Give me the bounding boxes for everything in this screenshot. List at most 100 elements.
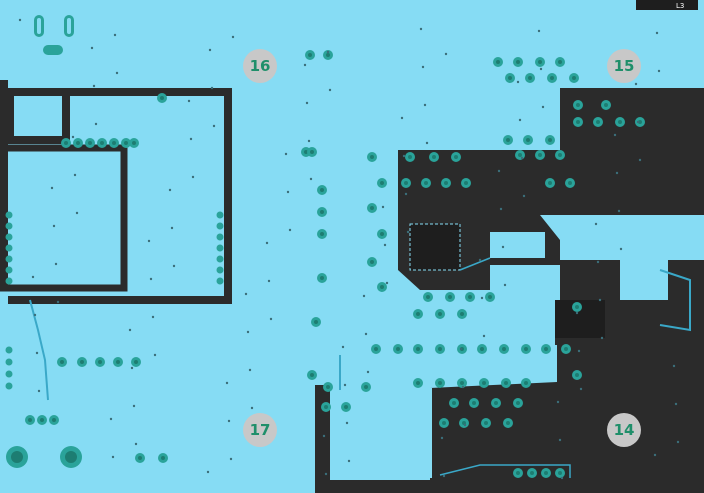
via-hole (524, 347, 528, 351)
edge-pad (216, 233, 224, 241)
copper-island-right (540, 215, 704, 300)
edge-pad (5, 266, 13, 274)
via-hole (544, 471, 548, 475)
micro-via (503, 283, 507, 287)
micro-via (128, 328, 132, 332)
layer-label: L3 (676, 2, 684, 10)
via-hole (304, 150, 308, 154)
copper-strip-lower (330, 388, 432, 478)
micro-via (638, 158, 642, 162)
edge-pad (216, 211, 224, 219)
via-hole (116, 360, 120, 364)
micro-via (288, 228, 292, 232)
via-hole (464, 181, 468, 185)
micro-via (520, 156, 524, 160)
via-hole (408, 155, 412, 159)
micro-via (309, 177, 313, 181)
via-hole (508, 76, 512, 80)
micro-via (402, 154, 406, 158)
via-hole (310, 150, 314, 154)
micro-via (71, 135, 75, 139)
micro-via (75, 211, 79, 215)
via-hole (380, 285, 384, 289)
via-hole (496, 60, 500, 64)
edge-pad (5, 346, 13, 354)
copper-island-slot-1 (490, 232, 545, 258)
micro-via (267, 279, 271, 283)
via-hole (576, 120, 580, 124)
via-hole (124, 141, 128, 145)
micro-via (170, 226, 174, 230)
micro-via (442, 474, 446, 478)
via-hole (314, 320, 318, 324)
micro-via (206, 470, 210, 474)
micro-via (250, 406, 254, 410)
via-hole (374, 347, 378, 351)
via-hole (320, 210, 324, 214)
via-hole (526, 138, 530, 142)
via-hole (504, 381, 508, 385)
via-hole (370, 155, 374, 159)
large-pad-2-hole (65, 451, 77, 463)
trace-right (659, 269, 691, 332)
micro-via (227, 419, 231, 423)
micro-via (153, 353, 157, 357)
micro-via (617, 209, 621, 213)
edge-pad (5, 255, 13, 263)
micro-via (383, 243, 387, 247)
via-hole (558, 471, 562, 475)
micro-via (421, 65, 425, 69)
micro-via (52, 224, 56, 228)
via-hole (558, 60, 562, 64)
via-hole (416, 381, 420, 385)
edge-pad (216, 244, 224, 252)
via-hole (524, 381, 528, 385)
micro-via (463, 423, 467, 427)
via-hole (548, 181, 552, 185)
micro-via (92, 84, 96, 88)
micro-via (385, 281, 389, 285)
micro-via (600, 336, 604, 340)
via-hole (604, 103, 608, 107)
micro-via (244, 292, 248, 296)
micro-via (18, 18, 22, 22)
micro-via (130, 366, 134, 370)
micro-via (497, 169, 501, 173)
micro-via (33, 313, 37, 317)
micro-via (672, 364, 676, 368)
component-pad-ic (409, 223, 461, 271)
via-hole (320, 276, 324, 280)
micro-via (187, 99, 191, 103)
via-hole (538, 153, 542, 157)
micro-via (575, 311, 579, 315)
mounting-hole-16: 16 (243, 49, 277, 83)
via-hole (596, 120, 600, 124)
ground-frame-upper (8, 88, 232, 304)
micro-via (147, 239, 151, 243)
via-hole (60, 360, 64, 364)
micro-via (191, 175, 195, 179)
via-hole (506, 421, 510, 425)
via-hole (544, 347, 548, 351)
via-hole (575, 373, 579, 377)
via-hole (618, 120, 622, 124)
via-hole (326, 53, 330, 57)
micro-via (269, 317, 273, 321)
micro-via (579, 387, 583, 391)
via-hole (112, 141, 116, 145)
edge-pad (5, 211, 13, 219)
via-hole (132, 141, 136, 145)
micro-via (109, 417, 113, 421)
micro-via (613, 133, 617, 137)
micro-via (151, 315, 155, 319)
micro-via (362, 294, 366, 298)
micro-via (480, 296, 484, 300)
via-hole (438, 381, 442, 385)
micro-via (653, 453, 657, 457)
via-hole (460, 381, 464, 385)
micro-via (619, 247, 623, 251)
via-hole (444, 181, 448, 185)
via-hole (484, 421, 488, 425)
via-hole (380, 181, 384, 185)
